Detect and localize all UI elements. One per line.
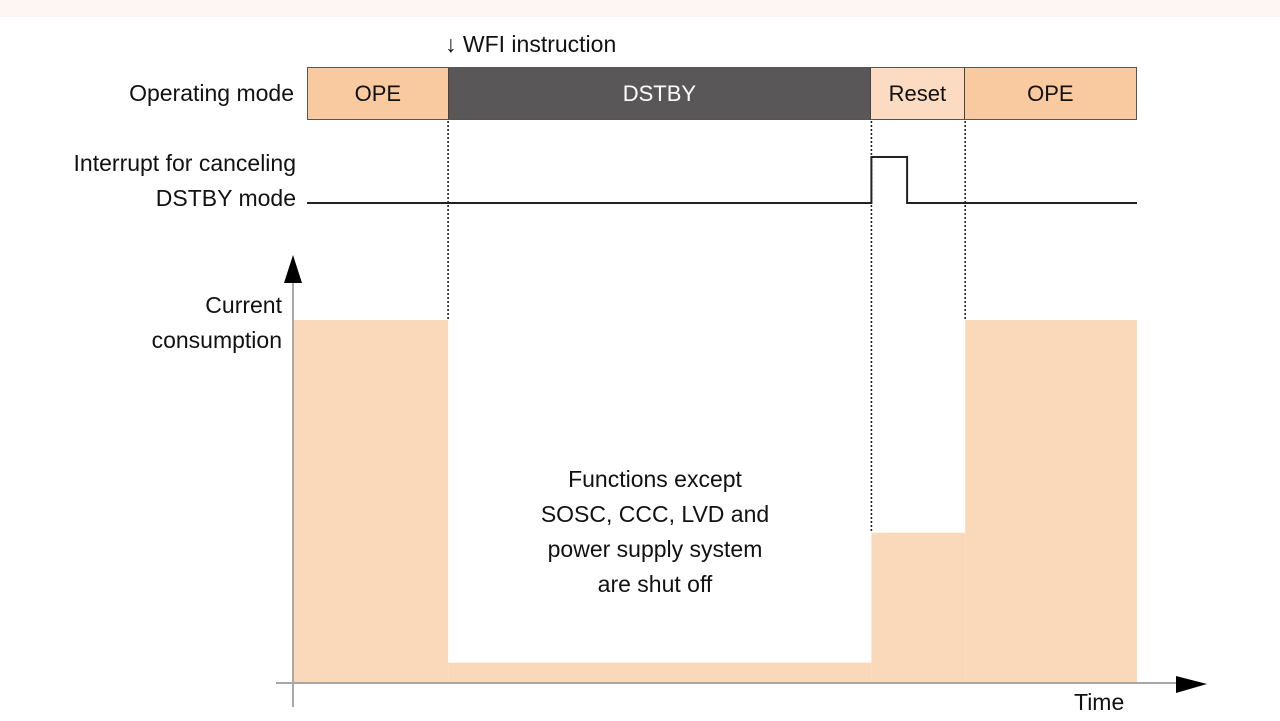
dstby-note-line: Functions except (568, 466, 742, 492)
current-area-ope (965, 320, 1137, 683)
dstby-note-line: power supply system (547, 536, 763, 562)
current-label-line2: consumption (151, 327, 282, 353)
mode-segment-dstby: DSTBY (448, 68, 872, 119)
interrupt-label-line1: Interrupt for canceling (73, 150, 296, 176)
mode-segment-ope: OPE (964, 68, 1137, 119)
top-strip (0, 0, 1280, 17)
y-axis-arrow-icon (284, 255, 302, 283)
current-area-ope (292, 320, 449, 683)
interrupt-label-line2: DSTBY mode (155, 185, 296, 211)
current-area-dstby (448, 662, 872, 683)
interrupt-signal-line (307, 156, 1137, 204)
x-axis-arrow-icon (1176, 676, 1207, 693)
x-axis-label: Time (1074, 689, 1125, 715)
operating-mode-label: Operating mode (129, 80, 294, 106)
current-area-reset (871, 532, 966, 683)
current-label-line1: Current (205, 292, 282, 318)
dstby-note-line: SOSC, CCC, LVD and (540, 501, 770, 527)
dstby-note-line: are shut off (597, 571, 713, 597)
mode-segment-ope: OPE (308, 68, 449, 119)
dstby-note: Functions except SOSC, CCC, LVD and powe… (490, 462, 820, 602)
mode-segment-reset: Reset (871, 68, 965, 119)
wfi-instruction-annotation: ↓ WFI instruction (445, 31, 617, 57)
